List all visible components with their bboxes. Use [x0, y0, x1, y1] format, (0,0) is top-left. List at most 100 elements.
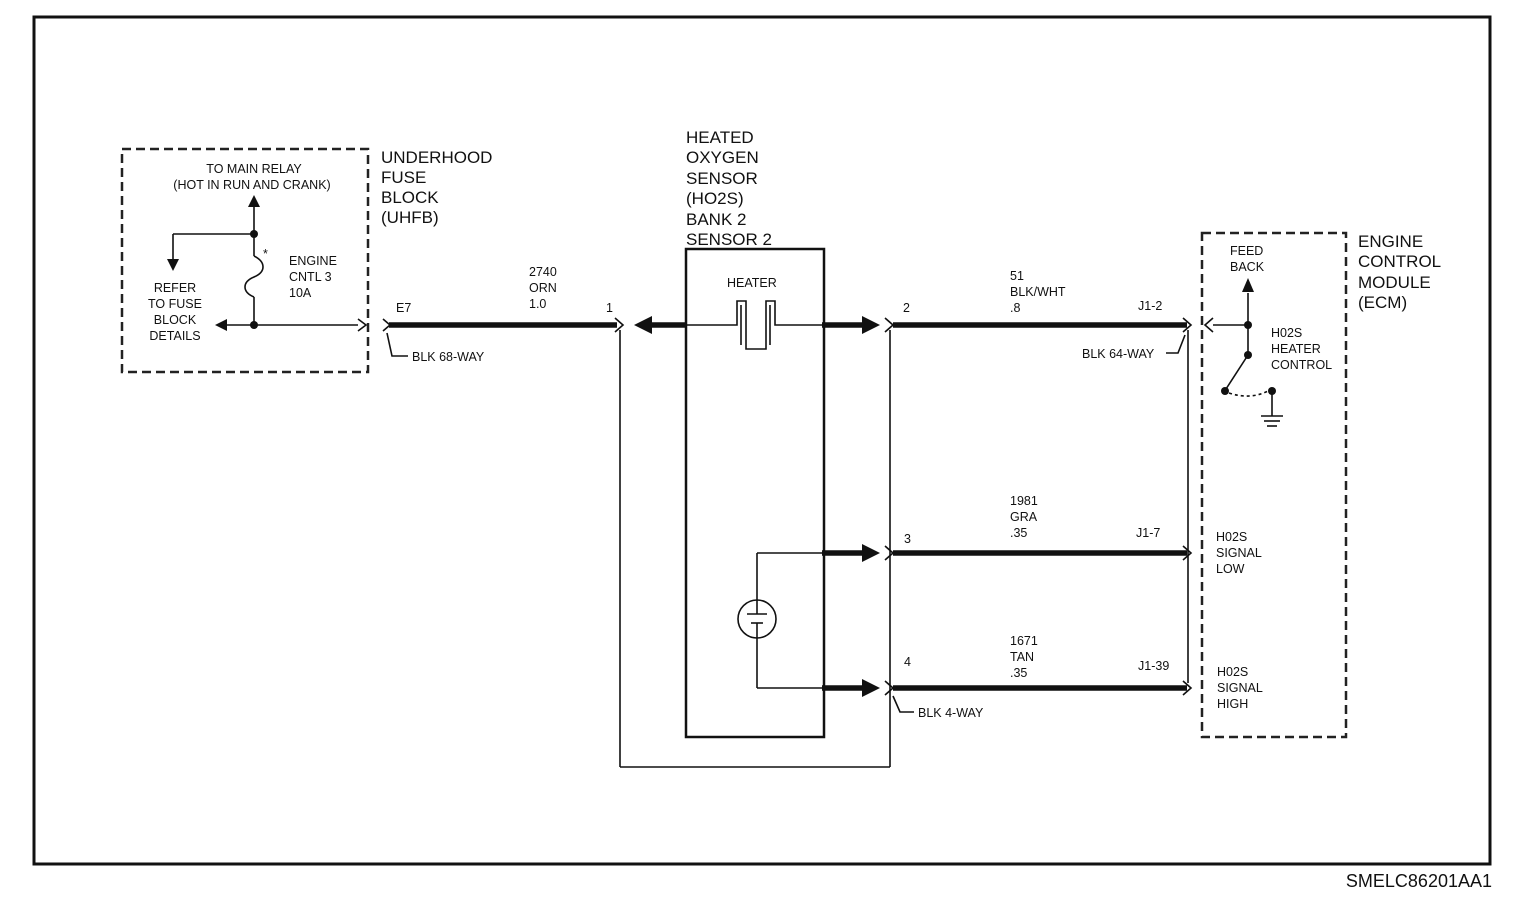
fuse-block-label-line: (UHFB): [381, 208, 439, 227]
heater-control-label: H02S HEATER CONTROL: [1271, 326, 1332, 372]
connector-e7-symbol: [357, 318, 368, 332]
signal-high-label: H02S SIGNAL HIGH: [1217, 665, 1263, 711]
wire-label-line: 2740: [529, 265, 557, 279]
pin-3-label: 3: [904, 532, 911, 546]
wire-label-line: BLK/WHT: [1010, 285, 1066, 299]
wire-label-line: 1.0: [529, 297, 546, 311]
pin-2-label: 2: [903, 301, 910, 315]
sensor-label: HEATED OXYGEN SENSOR (HO2S) BANK 2 SENSO…: [686, 128, 772, 249]
refer-label-line: TO FUSE: [148, 297, 202, 311]
arrow-right-icon: [862, 316, 880, 334]
connector-pin1-icon: [614, 317, 625, 333]
arrow-left-icon: [1203, 317, 1214, 333]
wire-label-line: 1981: [1010, 494, 1038, 508]
ecm-label-line: CONTROL: [1358, 252, 1441, 271]
refer-label-line: REFER: [154, 281, 196, 295]
sensor-label-line: BANK 2: [686, 210, 746, 229]
signal-high-label-line: SIGNAL: [1217, 681, 1263, 695]
connector-leader: [386, 332, 408, 357]
wire-2740-label: 2740 ORN 1.0: [529, 265, 557, 311]
heater-control-label-line: HEATER: [1271, 342, 1321, 356]
heater-control-label-line: H02S: [1271, 326, 1302, 340]
wire-label-line: ORN: [529, 281, 557, 295]
feed-back-label-line: BACK: [1230, 260, 1265, 274]
signal-low-label: H02S SIGNAL LOW: [1216, 530, 1262, 576]
fuse-block-label-line: UNDERHOOD: [381, 148, 492, 167]
wire-1671-label: 1671 TAN .35: [1010, 634, 1038, 680]
to-main-relay-label: TO MAIN RELAY: [206, 162, 302, 176]
ecm-label-line: ENGINE: [1358, 232, 1423, 251]
connector-j1-39-icon: [1182, 680, 1193, 696]
wire-label-line: .35: [1010, 666, 1027, 680]
heater-element-icon: [686, 300, 822, 350]
wire-label-line: 1671: [1010, 634, 1038, 648]
connector-pin2-icon: [884, 317, 895, 333]
wire-1981-label: 1981 GRA .35: [1010, 494, 1038, 540]
arrow-right-icon: [862, 544, 880, 562]
refer-fuse-block-label: REFER TO FUSE BLOCK DETAILS: [148, 281, 202, 343]
fuse-block-label-line: FUSE: [381, 168, 426, 187]
switch-actuator-icon: [1228, 390, 1269, 397]
switch-icon: [1225, 354, 1249, 390]
arrow-up-icon: [1242, 278, 1254, 292]
ecm-label-line: MODULE: [1358, 273, 1431, 292]
ecm-label-line: (ECM): [1358, 293, 1407, 312]
fuse-block-outline: [120, 147, 370, 374]
connector-j1-7-icon: [1182, 545, 1193, 561]
arrow-up-icon: [248, 195, 260, 207]
fuse-label: ENGINE CNTL 3 10A: [289, 254, 337, 300]
signal-low-label-line: SIGNAL: [1216, 546, 1262, 560]
wire-label-line: GRA: [1010, 510, 1038, 524]
feed-back-label-line: FEED: [1230, 244, 1263, 258]
connector-j1-2-icon: [1182, 317, 1193, 333]
connector-blk64-label: BLK 64-WAY: [1082, 347, 1155, 361]
arrow-left-icon: [634, 316, 652, 334]
ecm-label: ENGINE CONTROL MODULE (ECM): [1358, 232, 1441, 312]
wire-label-line: .8: [1010, 301, 1020, 315]
fuse-label-line: 10A: [289, 286, 312, 300]
fuse-label-line: ENGINE: [289, 254, 337, 268]
sensor-label-line: SENSOR: [686, 169, 758, 188]
wire-label-line: 51: [1010, 269, 1024, 283]
diagram-frame: [32, 15, 1492, 866]
signal-low-label-line: LOW: [1216, 562, 1245, 576]
pin-j1-2-label: J1-2: [1138, 299, 1162, 313]
connector-blk4-label: BLK 4-WAY: [918, 706, 984, 720]
hot-in-run-label: (HOT IN RUN AND CRANK): [173, 178, 330, 192]
heater-control-label-line: CONTROL: [1271, 358, 1332, 372]
sensor-label-line: (HO2S): [686, 189, 744, 208]
signal-high-label-line: H02S: [1217, 665, 1248, 679]
connector-e7-label: E7: [396, 301, 411, 315]
connector-e7-icon: [382, 318, 392, 332]
fuse-icon: [244, 255, 264, 298]
wire-51-label: 51 BLK/WHT .8: [1010, 269, 1066, 315]
pin-j1-39-label: J1-39: [1138, 659, 1169, 673]
wire-label-line: .35: [1010, 526, 1027, 540]
signal-low-label-line: H02S: [1216, 530, 1247, 544]
fuse-polarity-mark: *: [263, 247, 268, 261]
arrow-left-icon: [215, 319, 227, 331]
sensor-label-line: SENSOR 2: [686, 230, 772, 249]
fuse-block-label-line: BLOCK: [381, 188, 439, 207]
switch-contact-dot: [1221, 387, 1229, 395]
pin-1-label: 1: [606, 301, 613, 315]
sensor-label-line: OXYGEN: [686, 148, 759, 167]
connector-leader: [1166, 334, 1186, 354]
fuse-label-line: CNTL 3: [289, 270, 332, 284]
wire-label-line: TAN: [1010, 650, 1034, 664]
refer-label-line: BLOCK: [154, 313, 197, 327]
fuse-block-label: UNDERHOOD FUSE BLOCK (UHFB): [381, 148, 492, 227]
arrow-right-icon: [862, 679, 880, 697]
connector-pin4-icon: [884, 680, 895, 696]
sensor-outline: [684, 247, 826, 739]
connector-pin3-icon: [884, 545, 895, 561]
feed-back-label: FEED BACK: [1230, 244, 1265, 274]
connector-leader: [892, 695, 914, 713]
refer-label-line: DETAILS: [149, 329, 200, 343]
ecm-outline: [1200, 231, 1348, 739]
pin-4-label: 4: [904, 655, 911, 669]
arrow-down-icon: [167, 259, 179, 271]
connector-blk68-label: BLK 68-WAY: [412, 350, 485, 364]
sensor-label-line: HEATED: [686, 128, 754, 147]
